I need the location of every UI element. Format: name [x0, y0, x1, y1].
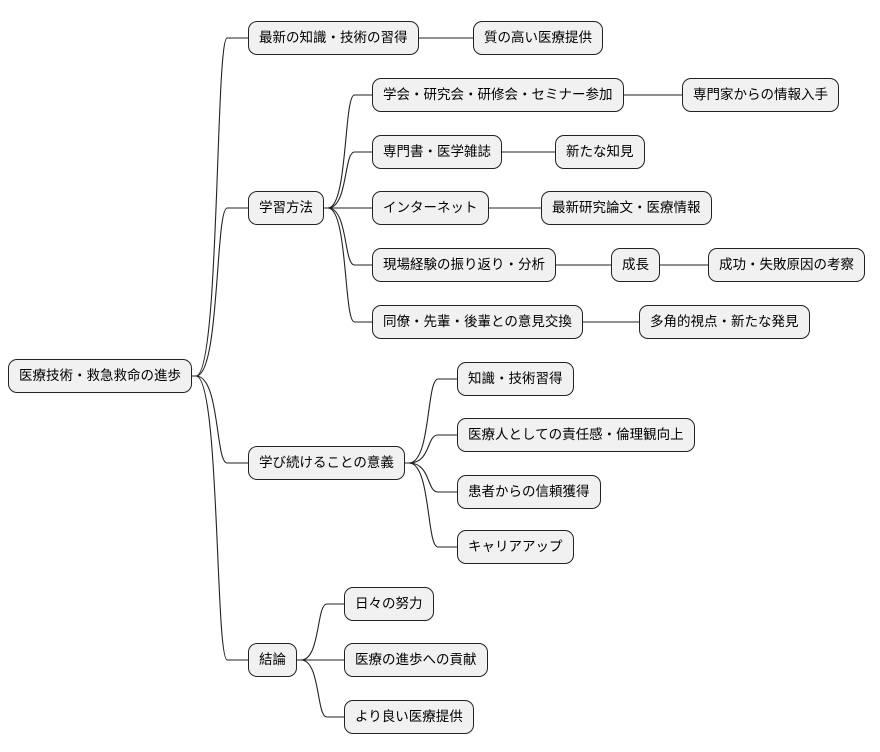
conclusion-better-care: より良い医療提供 — [344, 700, 474, 734]
connector-methods-conf — [324, 94, 372, 209]
method-internet: インターネット — [372, 191, 489, 225]
connector-methods-books — [324, 151, 372, 209]
significance-knowledge: 知識・技術習得 — [457, 362, 574, 396]
connector-meaning-s4 — [405, 462, 457, 548]
connector-concl-c1 — [297, 603, 344, 661]
connector-root-latest — [192, 37, 248, 377]
connector-methods-exch — [324, 207, 372, 323]
branch-conclusion: 結論 — [248, 643, 297, 677]
conclusion-effort: 日々の努力 — [344, 587, 434, 621]
method-exchange: 同僚・先輩・後輩との意見交換 — [372, 305, 583, 339]
leaf-quality-care: 質の高い医療提供 — [473, 21, 603, 55]
method-conference: 学会・研究会・研修会・セミナー参加 — [372, 78, 624, 112]
connector-meaning-s3 — [405, 462, 457, 493]
connector-meaning-s2 — [405, 434, 457, 464]
method-internet-result: 最新研究論文・医療情報 — [541, 191, 712, 225]
method-books-result: 新たな知見 — [555, 135, 645, 169]
connector-concl-c3 — [297, 659, 344, 718]
significance-trust: 患者からの信頼獲得 — [457, 475, 601, 509]
connector-meaning-s1 — [405, 378, 457, 464]
connector-root-meaning — [192, 375, 248, 464]
method-books: 専門書・医学雑誌 — [372, 135, 502, 169]
root-node: 医療技術・救急救命の進歩 — [8, 359, 192, 393]
branch-learning-methods: 学習方法 — [248, 191, 324, 225]
method-conference-result: 専門家からの情報入手 — [682, 78, 839, 112]
method-exchange-result: 多角的視点・新たな発見 — [639, 305, 810, 339]
branch-latest-knowledge: 最新の知識・技術の習得 — [248, 21, 419, 55]
connector-root-concl — [192, 375, 248, 661]
significance-responsibility: 医療人としての責任感・倫理観向上 — [457, 418, 695, 452]
method-reflection: 現場経験の振り返り・分析 — [372, 248, 556, 282]
connector-methods-reflect — [324, 207, 372, 266]
significance-career: キャリアアップ — [457, 530, 574, 564]
method-reflection-detail: 成功・失敗原因の考察 — [708, 248, 865, 282]
method-reflection-result: 成長 — [611, 248, 660, 282]
conclusion-contribution: 医療の進歩への貢献 — [344, 643, 488, 677]
connector-root-methods — [192, 207, 248, 377]
branch-significance: 学び続けることの意義 — [248, 446, 405, 480]
